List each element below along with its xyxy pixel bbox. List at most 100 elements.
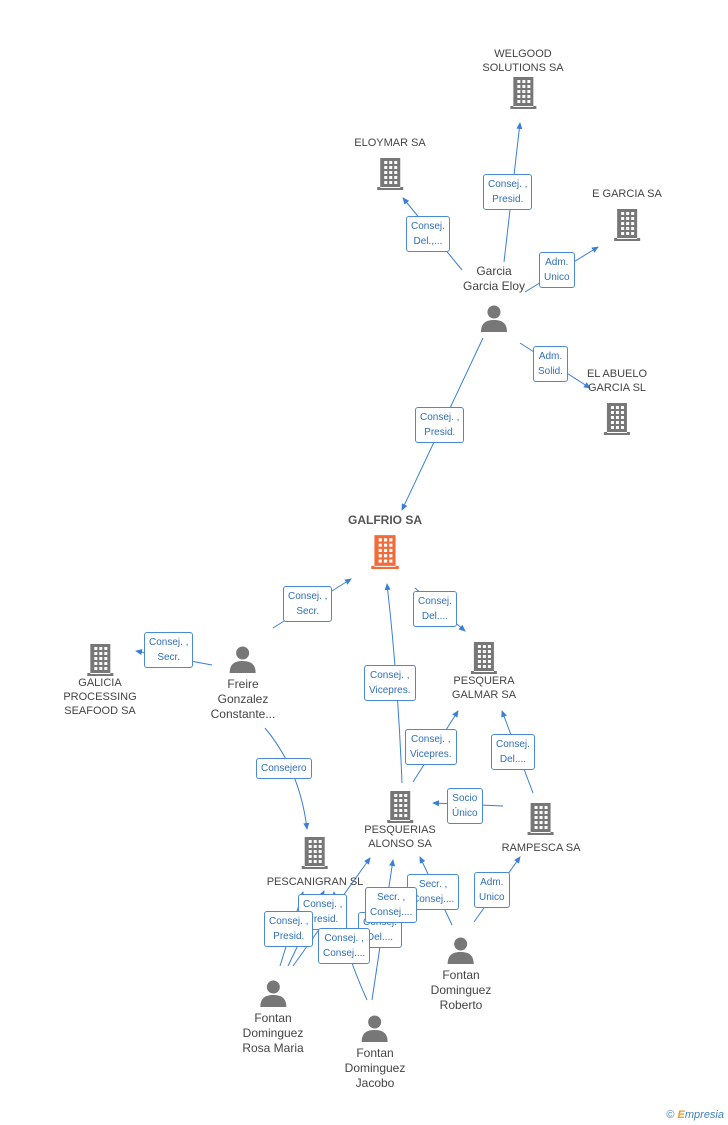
node-pesquera-galmar[interactable]: PESQUERA GALMAR SA xyxy=(452,640,516,702)
node-fontan-jacobo[interactable]: Fontan Dominguez Jacobo xyxy=(344,1014,406,1091)
edge-label-line: Consej. xyxy=(411,221,445,232)
node-galfrio[interactable]: GALFRIO SA xyxy=(348,513,422,569)
node-label: ALONSO SA xyxy=(368,838,432,850)
edge-label[interactable]: Consej. , Presid. xyxy=(264,911,314,947)
node-label: EL ABUELO xyxy=(586,368,648,380)
building-icon xyxy=(371,535,399,569)
building-icon xyxy=(387,791,413,823)
edge-label-line: Del.,... xyxy=(413,236,443,247)
building-icon xyxy=(377,158,403,190)
node-welgood[interactable]: WELGOOD SOLUTIONS SA xyxy=(482,47,564,109)
edge-label-line: Adm. xyxy=(545,257,569,268)
node-freire[interactable]: Freire Gonzalez Constante... xyxy=(210,645,276,722)
edge-label[interactable]: Consej. Del.,... xyxy=(406,216,450,252)
brand-name: mpresia xyxy=(684,1109,724,1121)
edge-label-line: Solid. xyxy=(538,366,564,377)
node-pescanigran[interactable]: PESCANIGRAN SL xyxy=(266,835,364,889)
edge-label-line: Presid. xyxy=(492,194,524,205)
node-garcia-eloy[interactable]: Garcia Garcia Eloy xyxy=(463,264,525,332)
edge-label-line: Del.... xyxy=(499,754,527,765)
copyright-symbol: © xyxy=(666,1109,675,1121)
edge-label-line: Presid. xyxy=(307,914,339,925)
node-egarcia[interactable]: E GARCIA SA xyxy=(592,187,662,241)
node-fontan-rosa[interactable]: Fontan Dominguez Rosa Maria xyxy=(242,979,304,1056)
person-icon xyxy=(259,980,286,1007)
node-label: GALICIA xyxy=(78,677,122,689)
node-label: RAMPESCA SA xyxy=(501,842,581,854)
edge-label-line: Consej. xyxy=(418,596,452,607)
node-abuelo[interactable]: EL ABUELO GARCIA SL xyxy=(587,367,647,435)
node-label: SEAFOOD SA xyxy=(64,705,136,717)
node-fontan-roberto[interactable]: Fontan Dominguez Roberto xyxy=(430,936,492,1013)
edge-label[interactable]: Secr. , Consej.... xyxy=(365,887,418,923)
building-icon xyxy=(86,644,113,676)
edge-label-line: Consej. , xyxy=(420,412,460,423)
edge-label[interactable]: Consej. Del.... xyxy=(413,591,457,627)
edge-label[interactable]: Consej. Del.... xyxy=(491,734,535,770)
node-galicia[interactable]: GALICIA PROCESSING SEAFOOD SA xyxy=(63,642,137,718)
node-label: Dominguez xyxy=(242,1026,304,1040)
edge-label-line: Secr. , xyxy=(376,892,406,903)
node-label: E GARCIA SA xyxy=(592,188,662,200)
edge-label-line: Del.... xyxy=(421,611,449,622)
edge-label-line: Secr. xyxy=(157,652,181,663)
edge-label[interactable]: Consej. , Secr. xyxy=(283,586,333,622)
node-label: Fontan xyxy=(254,1011,292,1025)
edge-label[interactable]: Adm. Unico xyxy=(474,872,510,908)
node-label: Dominguez xyxy=(344,1061,406,1075)
edge-label[interactable]: Consej. , Presid. xyxy=(483,174,533,210)
building-icon xyxy=(471,642,497,674)
node-label: Fontan xyxy=(356,1046,394,1060)
edge-label[interactable]: Consej. , Secr. xyxy=(144,632,194,668)
edge-label-line: Del.... xyxy=(366,932,394,943)
node-label: GALMAR SA xyxy=(451,689,517,701)
node-label: Fontan xyxy=(442,968,480,982)
building-icon xyxy=(604,403,630,435)
edge-label-line: Consej. , xyxy=(370,670,410,681)
node-eloymar[interactable]: ELOYMAR SA xyxy=(354,136,426,190)
node-label: Garcia xyxy=(476,264,512,278)
person-icon xyxy=(481,305,507,332)
edge-label-line: Adm. xyxy=(480,877,504,888)
edge-label[interactable]: Socio Único xyxy=(447,788,483,824)
edge-label-line: Consej. , xyxy=(149,637,189,648)
edge-label-line: Único xyxy=(452,808,478,819)
edge-label[interactable]: Consej. , Consej.... xyxy=(318,928,371,964)
node-label: Jacobo xyxy=(355,1076,395,1090)
node-label: Dominguez xyxy=(430,983,492,997)
edge-label-line: Consej. , xyxy=(488,179,528,190)
person-icon xyxy=(361,1015,388,1042)
node-label: PROCESSING xyxy=(63,691,137,703)
edge-label-line: Consej.... xyxy=(412,894,455,905)
node-label: Constante... xyxy=(210,707,276,721)
node-rampesca[interactable]: RAMPESCA SA xyxy=(501,801,581,855)
building-icon xyxy=(527,803,554,835)
edge-label[interactable]: Adm. Solid. xyxy=(533,346,569,382)
building-icon xyxy=(509,77,536,109)
node-label: SOLUTIONS SA xyxy=(482,62,564,74)
edge-label-line: Consejero xyxy=(261,763,307,774)
edge-label-line: Presid. xyxy=(424,427,456,438)
person-icon xyxy=(230,646,256,673)
node-label: Gonzalez xyxy=(217,692,269,706)
edge-label-line: Secr. , xyxy=(418,879,448,890)
person-icon xyxy=(447,937,474,964)
edge-label-line: Consej. xyxy=(496,739,530,750)
edge-label[interactable]: Consejero xyxy=(256,758,312,779)
edge-label[interactable]: Adm. Unico xyxy=(539,252,575,288)
edge-label[interactable]: Consej. , Vicepres. xyxy=(364,665,416,701)
edge-label-line: Presid. xyxy=(273,931,305,942)
brand-logo: © Empresia xyxy=(666,1109,724,1121)
edge-label-line: Consej. , xyxy=(411,734,451,745)
node-label: PESCANIGRAN SL xyxy=(266,876,364,888)
node-pesquerias-alonso[interactable]: PESQUERIAS ALONSO SA xyxy=(364,789,436,851)
edge-label-line: Consej. , xyxy=(288,591,328,602)
edge-label[interactable]: Consej. , Presid. xyxy=(415,407,465,443)
brand-initial: E xyxy=(677,1109,685,1121)
node-label: Rosa Maria xyxy=(242,1041,304,1055)
edge-label-line: Vicepres. xyxy=(369,685,411,696)
edge-label-line: Unico xyxy=(544,272,570,283)
edge-label-line: Secr. xyxy=(296,606,320,617)
edge-label-line: Socio xyxy=(452,793,478,804)
edge-label[interactable]: Consej. , Vicepres. xyxy=(405,729,457,765)
